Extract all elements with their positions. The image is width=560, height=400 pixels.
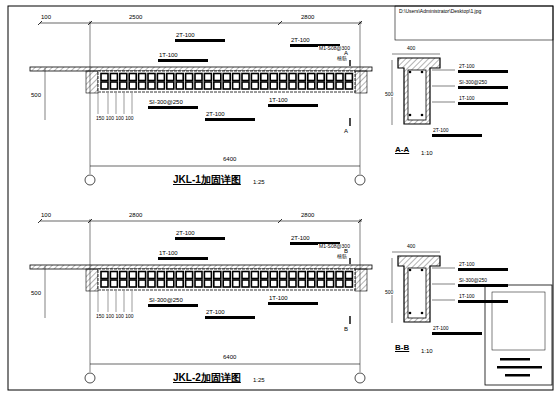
label-bar (205, 118, 255, 121)
annotation: B (343, 248, 349, 254)
annotation: B (343, 326, 349, 332)
annotation: 500 (30, 92, 42, 98)
annotation: D:\Users\Administrator\Desktop\1.jpg (398, 9, 482, 14)
label-bar (268, 302, 318, 305)
annotation: 2T-100 (432, 128, 450, 133)
annotation: 6400 (222, 156, 237, 162)
annotation: 1T-100 (268, 295, 289, 301)
annotation: SI-300@250 (148, 99, 184, 105)
annotation: 植筋 (336, 56, 348, 61)
label-bar (458, 300, 508, 303)
annotation: 100 (40, 14, 52, 20)
annotation: 2T-100 (290, 37, 311, 43)
label-bar (158, 257, 208, 260)
annotation: 2T-100 (458, 262, 476, 267)
annotation: 500 (384, 92, 394, 97)
annotation: 2800 (128, 212, 143, 218)
annotation: 1:25 (252, 179, 266, 185)
annotation: 400 (406, 46, 416, 51)
label-bar (432, 332, 482, 335)
annotation: 150 100 100 100 (95, 116, 135, 121)
label-bar (458, 70, 508, 73)
drawing-title: JKL-2加固详图 (172, 373, 242, 383)
annotation: 2T-100 (432, 326, 450, 331)
beam-elevation (30, 21, 372, 185)
annotation: 2T-100 (458, 64, 476, 69)
annotation: 2T-100 (205, 309, 226, 315)
annotation: SI-300@250 (458, 278, 488, 283)
beam-section (392, 252, 455, 323)
annotation: SI-300@250 (458, 80, 488, 85)
drawing-title: A-A (394, 146, 410, 154)
drawing-frame (8, 6, 553, 390)
label-bar (205, 316, 255, 319)
drawing-title: B-B (394, 344, 410, 352)
annotation: 1T-100 (268, 97, 289, 103)
image-box (395, 6, 553, 40)
annotation: 1T-100 (458, 96, 476, 101)
annotation: 2500 (128, 14, 143, 20)
annotation: 2T-100 (290, 235, 311, 241)
annotation: 150 100 100 100 (95, 314, 135, 319)
beam-elevation (30, 219, 372, 383)
label-bar (148, 304, 198, 307)
annotation: 400 (406, 244, 416, 249)
annotation: 2T-100 (175, 32, 196, 38)
annotation: 植筋 (336, 254, 348, 259)
label-bar (148, 106, 198, 109)
annotation: 6400 (222, 354, 237, 360)
drawing-title: JKL-1加固详图 (172, 175, 242, 185)
label-bar (458, 284, 508, 287)
label-bar (458, 86, 508, 89)
annotation: 1T-100 (158, 52, 179, 58)
label-bar (268, 104, 318, 107)
annotation: 1T-100 (458, 294, 476, 299)
label-bar (458, 102, 508, 105)
annotation: 1:25 (252, 377, 266, 383)
annotation: A (343, 128, 349, 134)
label-bar (158, 59, 208, 62)
annotation: 2800 (300, 14, 315, 20)
label-bar (175, 237, 225, 240)
annotation: A (343, 50, 349, 56)
annotation: 2T-100 (205, 111, 226, 117)
annotation: 1:10 (420, 150, 434, 156)
label-bar (175, 39, 225, 42)
label-bar (458, 268, 508, 271)
annotation: 1T-100 (158, 250, 179, 256)
annotation: 1:10 (420, 348, 434, 354)
label-bar (432, 134, 482, 137)
annotation: SI-300@250 (148, 297, 184, 303)
annotation: 500 (30, 290, 42, 296)
annotation: 2800 (300, 212, 315, 218)
beam-section (392, 54, 455, 125)
annotation: 500 (384, 290, 394, 295)
annotation: 100 (40, 212, 52, 218)
annotation: 2T-100 (175, 230, 196, 236)
